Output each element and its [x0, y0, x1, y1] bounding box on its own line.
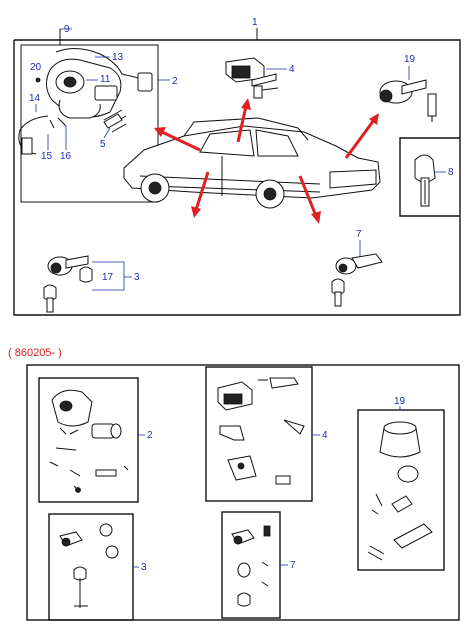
door-lock-cylinder-icon — [331, 253, 383, 307]
callout-1: 1 — [252, 17, 258, 28]
key-icon — [414, 154, 436, 207]
variant-label: ( 860205- ) — [8, 347, 62, 359]
door-lock-cylinder-icon — [225, 57, 279, 99]
ignition-subframe — [20, 44, 159, 203]
callout-2: 2 — [172, 76, 178, 87]
kit-callout-4: 4 — [322, 430, 328, 441]
callout-9: 9 — [64, 24, 70, 35]
callout-14: 14 — [29, 93, 41, 104]
trunk-lock-cylinder-icon — [379, 79, 437, 122]
callout-15: 15 — [41, 151, 53, 162]
kit-box-7 — [221, 511, 281, 619]
callout-3: 3 — [134, 272, 140, 283]
location-arrows — [154, 98, 379, 224]
kit-box-19 — [357, 409, 445, 571]
callout-7: 7 — [356, 229, 362, 240]
ignition-switch-icon — [18, 48, 153, 155]
callout-11: 11 — [100, 74, 111, 85]
trunk-lock-cylinder-icon — [367, 421, 433, 561]
callout-5: 5 — [100, 139, 106, 150]
variant-frame — [26, 364, 460, 621]
kit-callout-3: 3 — [141, 562, 147, 573]
door-lock-cylinder-icon — [217, 377, 305, 485]
callout-16: 16 — [60, 151, 72, 162]
kit-box-2 — [38, 377, 139, 503]
callout-13: 13 — [112, 52, 124, 63]
callout-19: 19 — [404, 54, 416, 65]
callout-8: 8 — [448, 167, 454, 178]
ignition-switch-icon — [49, 389, 129, 493]
kit-callout-7: 7 — [290, 560, 296, 571]
door-lock-cylinder-icon — [231, 525, 271, 607]
kit-callout-2: 2 — [147, 430, 153, 441]
door-lock-cylinder-icon — [59, 523, 119, 608]
kit-box-4 — [205, 366, 313, 502]
door-lock-cylinder-icon — [43, 255, 93, 313]
callout-20: 20 — [30, 62, 42, 73]
assembly-frame — [13, 39, 461, 316]
callout-4: 4 — [289, 64, 295, 75]
kit-callout-19: 19 — [394, 396, 406, 407]
top-assembly: 1 9 13 11 20 14 15 16 — [13, 17, 461, 316]
callout-17: 17 — [102, 272, 114, 283]
bottom-assembly: 2 4 19 — [26, 364, 460, 621]
kit-box-3 — [48, 513, 134, 621]
